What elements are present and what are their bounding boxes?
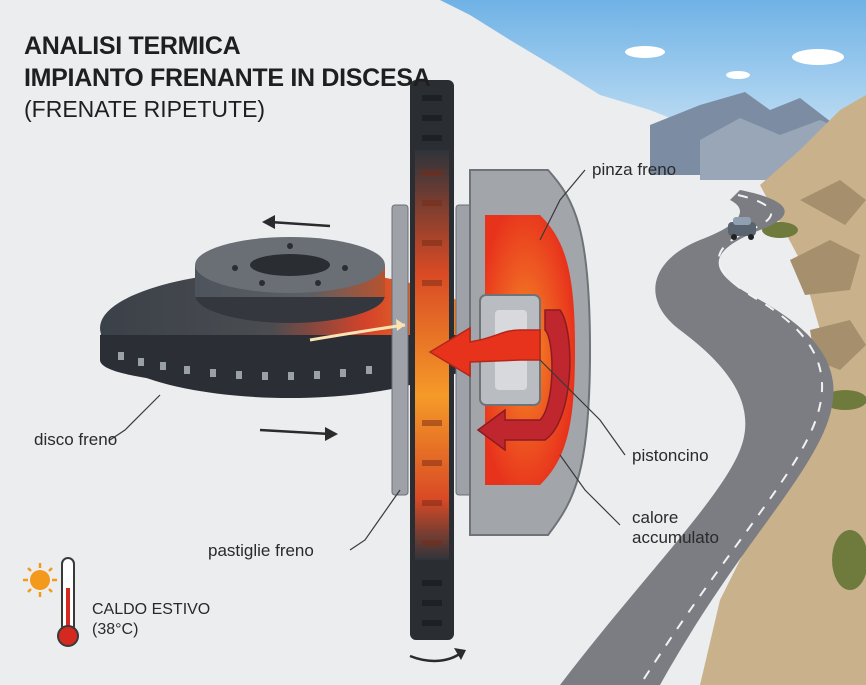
car-icon [728,217,756,240]
leader-lines [109,169,626,551]
label-caliper: pinza freno [592,160,677,179]
hillside [700,95,866,685]
condition-line-1: CALDO ESTIVO [92,601,211,618]
heat-arrow [309,309,571,452]
clouds [625,46,844,79]
sun-icon [23,563,57,597]
condition-label: CALDO ESTIVO (38°C) [92,600,210,640]
title-line-1: ANALISI TERMICA [24,32,241,60]
label-heat-line-1: calore [632,508,679,527]
condition-line-2: (38°C) [92,621,139,638]
label-piston: pistoncino [632,446,709,465]
label-disc: disco freno [34,430,118,449]
title-subtitle: (FRENATE RIPETUTE) [24,96,266,122]
thermometer-icon [57,557,79,647]
label-heat-line-2: accumulato [632,528,719,547]
label-heat: calore accumulato [632,508,719,548]
winding-road [560,190,834,685]
diagram-title: ANALISI TERMICA IMPIANTO FRENANTE IN DIS… [24,30,431,124]
title-line-2: IMPIANTO FRENANTE IN DISCESA [24,64,431,92]
brake-disc [100,237,480,398]
label-pads: pastiglie freno [208,541,314,560]
